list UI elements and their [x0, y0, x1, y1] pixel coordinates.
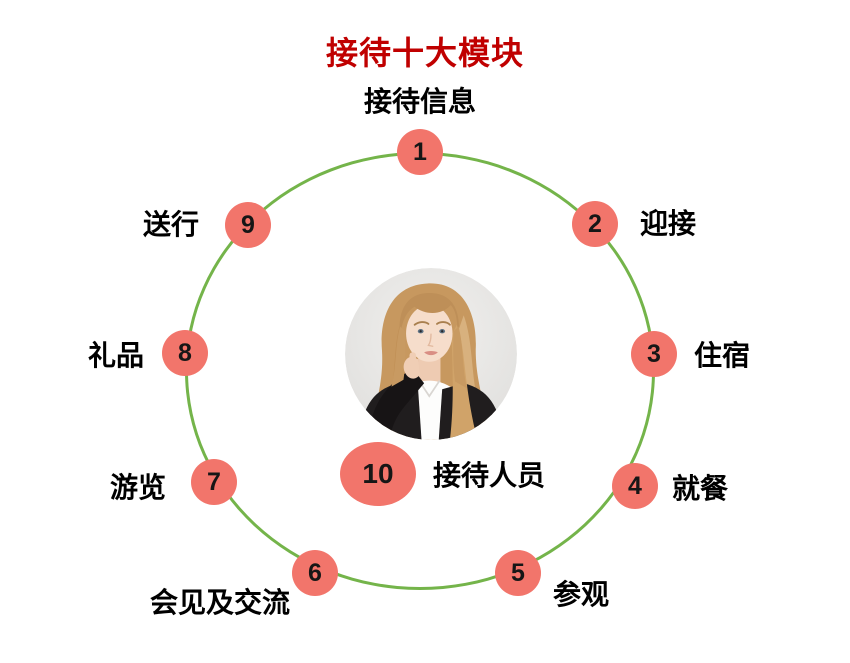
module-number-6: 6	[308, 558, 322, 587]
module-node-5: 5	[495, 550, 541, 596]
center-node-number: 10	[362, 458, 394, 489]
module-label-6: 会见及交流	[149, 587, 291, 618]
module-number-1: 1	[413, 137, 427, 166]
module-label-5: 参观	[552, 579, 610, 610]
module-number-9: 9	[241, 210, 255, 239]
module-node-7: 7	[191, 459, 237, 505]
module-label-4: 就餐	[671, 473, 729, 504]
module-label-9: 送行	[142, 209, 200, 240]
module-label-1: 接待信息	[363, 86, 477, 117]
portrait-illustration	[345, 268, 517, 440]
module-node-4: 4	[612, 463, 658, 509]
module-label-7: 游览	[109, 472, 167, 503]
module-number-8: 8	[178, 338, 192, 367]
center-label: 接待人员	[432, 460, 546, 491]
module-label-8: 礼品	[87, 340, 145, 371]
module-number-3: 3	[647, 339, 661, 368]
center-node: 10	[340, 442, 416, 506]
module-node-6: 6	[292, 550, 338, 596]
receptionist-photo	[345, 268, 517, 440]
module-number-2: 2	[588, 209, 602, 238]
module-label-3: 住宿	[693, 340, 751, 371]
module-node-3: 3	[631, 331, 677, 377]
module-node-1: 1	[397, 129, 443, 175]
module-number-4: 4	[628, 471, 642, 500]
module-label-2: 迎接	[639, 208, 697, 239]
module-number-5: 5	[511, 558, 525, 587]
module-node-9: 9	[225, 202, 271, 248]
slide-title: 接待十大模块	[325, 35, 524, 71]
module-node-8: 8	[162, 330, 208, 376]
module-node-2: 2	[572, 201, 618, 247]
module-number-7: 7	[207, 467, 221, 496]
